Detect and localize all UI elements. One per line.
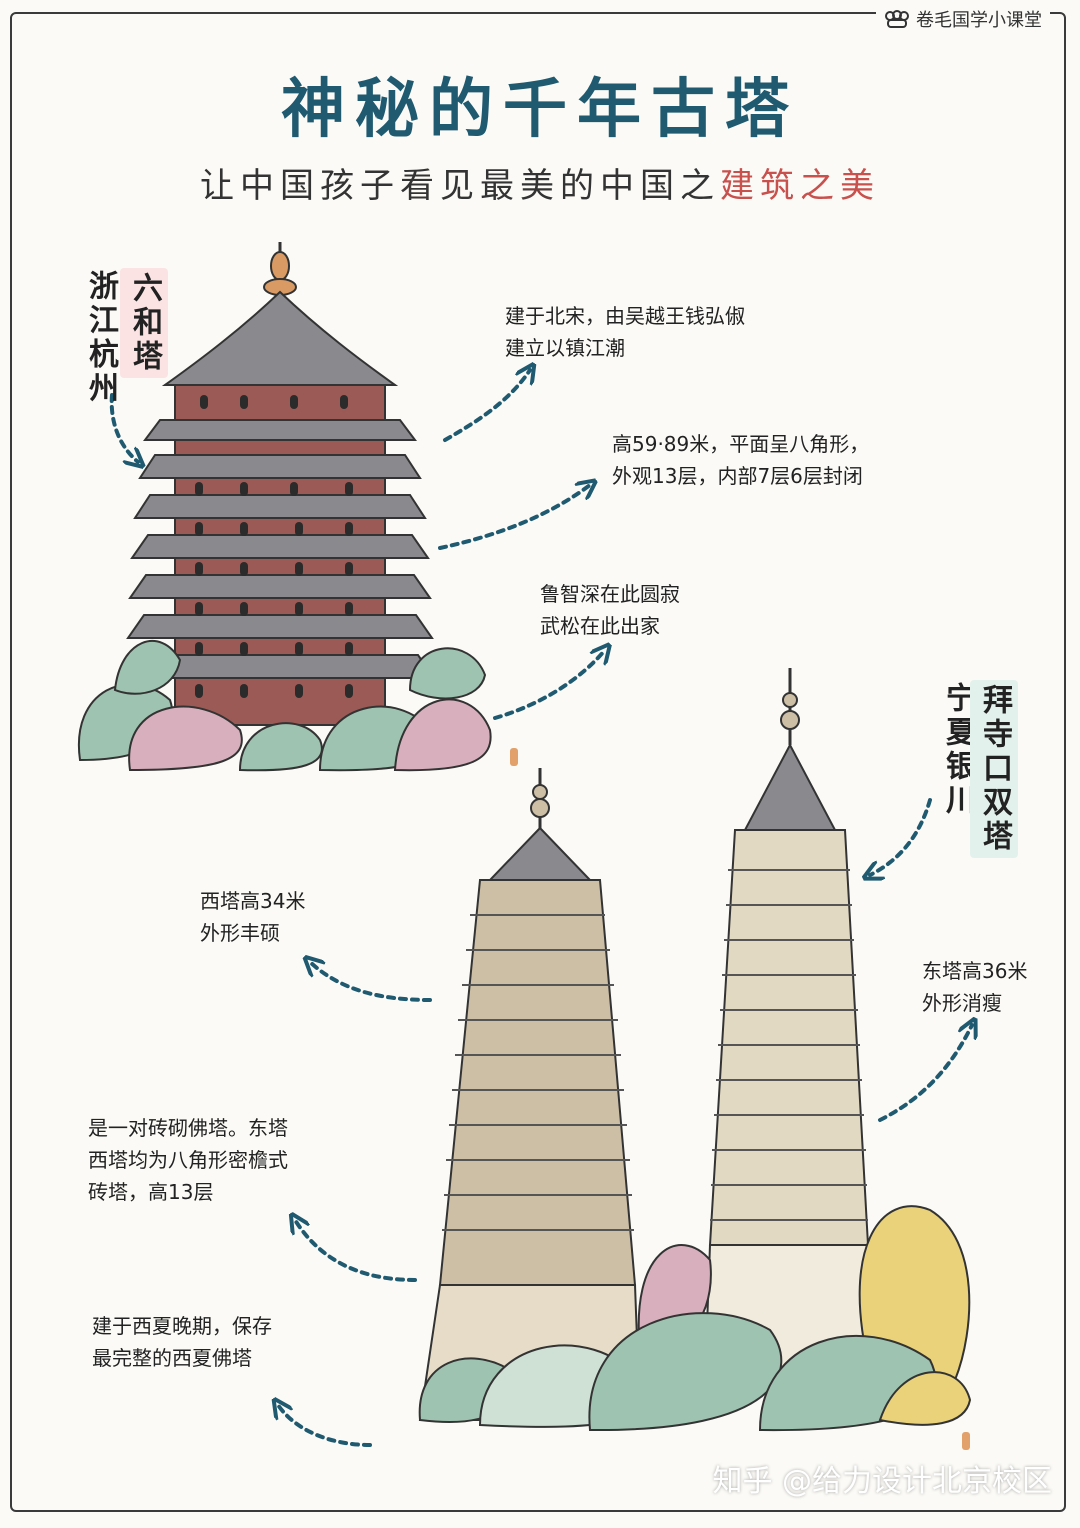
liuhe-location: 浙江杭州 bbox=[83, 270, 118, 406]
twin-pagodas-drawing bbox=[418, 668, 972, 1432]
liuhe-name: 六和塔 bbox=[120, 268, 168, 378]
page-border bbox=[10, 12, 1066, 1512]
brand-name: 卷毛国学小课堂 bbox=[916, 10, 1042, 31]
liuhe-note-size: 高59·89米，平面呈八角形， 外观13层，内部7层6层封闭 bbox=[612, 432, 870, 488]
page-subtitle: 让中国孩子看见最美的中国之建筑之美 bbox=[0, 158, 1080, 207]
east-pagoda-note: 东塔高36米 外形消瘦 bbox=[922, 959, 1028, 1015]
arrow-brick-note bbox=[295, 1220, 417, 1282]
arrow-west-height bbox=[310, 962, 432, 1002]
liuhe-pagoda-drawing bbox=[77, 242, 492, 772]
zhihu-watermark: 知乎 @给力设计北京校区 bbox=[712, 1464, 1052, 1499]
brand-badge: 卷毛国学小课堂 bbox=[876, 6, 1050, 32]
seal-icon bbox=[510, 748, 518, 766]
twin-brick-note: 是一对砖砌佛塔。东塔 西塔均为八角形密檐式 砖塔，高13层 bbox=[88, 1116, 288, 1204]
subtitle-main: 让中国孩子看见最美的中国之 bbox=[200, 166, 720, 206]
arrow-liuhe-location bbox=[109, 393, 138, 462]
arrow-liuhe-note-1 bbox=[443, 370, 530, 442]
arrow-liuhe-note-2 bbox=[438, 485, 590, 550]
west-pagoda-note: 西塔高34米 外形丰硕 bbox=[200, 889, 306, 945]
liuhe-note-history: 建于北宋，由吴越王钱弘俶 建立以镇江潮 bbox=[505, 304, 745, 360]
arrow-baisi-location bbox=[870, 798, 932, 875]
arrow-liuhe-note-3 bbox=[493, 650, 605, 720]
twin-xixia-note: 建于西夏晚期，保存 最完整的西夏佛塔 bbox=[92, 1314, 272, 1370]
arrow-east-height bbox=[878, 1025, 972, 1122]
subtitle-accent: 建筑之美 bbox=[720, 166, 880, 206]
seal-icon bbox=[962, 1432, 970, 1450]
liuhe-note-story: 鲁智深在此圆寂 武松在此出家 bbox=[540, 582, 680, 638]
page-title: 神秘的千年古塔 bbox=[281, 73, 799, 147]
arrow-xixia-note bbox=[278, 1405, 372, 1447]
baisi-location: 宁夏银川 bbox=[940, 682, 975, 818]
baisi-name: 拜寺口双塔 bbox=[970, 680, 1018, 858]
curly-hair-logo-icon bbox=[885, 10, 909, 28]
